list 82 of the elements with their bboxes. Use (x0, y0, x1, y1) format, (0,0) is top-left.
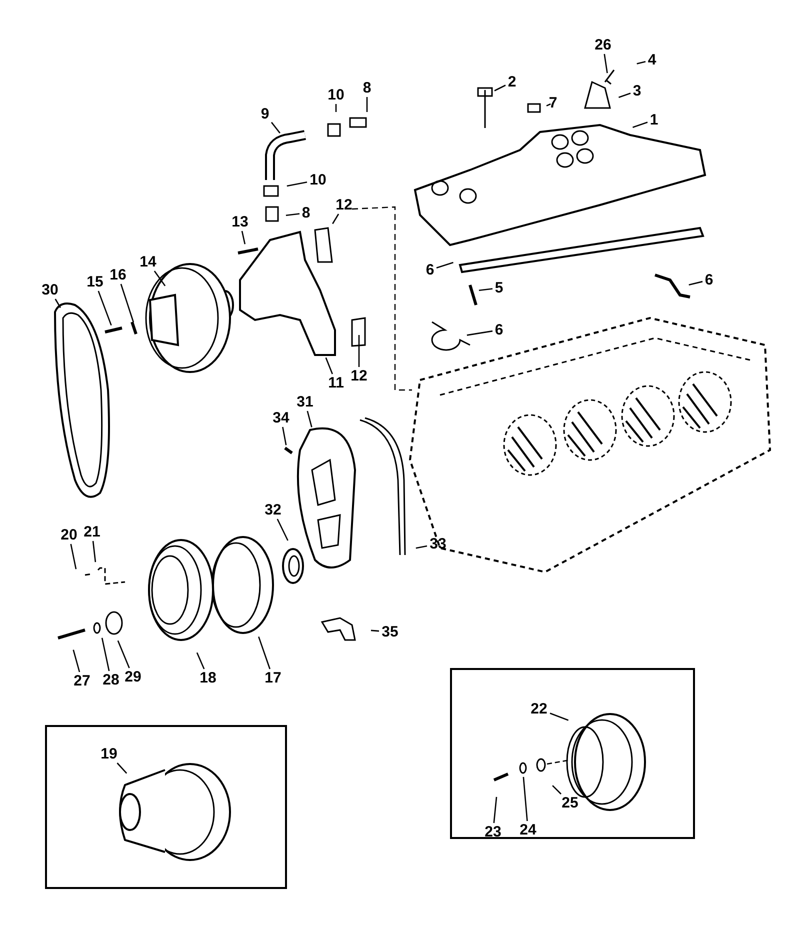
leader-line (286, 182, 308, 187)
leader-line (276, 518, 288, 541)
leader-line (546, 103, 551, 106)
leader-line (370, 630, 380, 632)
leader-line (282, 426, 287, 446)
callout-number: 7 (548, 96, 558, 110)
callout-number: 8 (362, 80, 372, 96)
leader-line (306, 410, 312, 428)
leader-line (478, 288, 493, 292)
leader-line (325, 357, 333, 374)
callout-number: 9 (260, 106, 270, 122)
callout-number: 11 (328, 376, 344, 390)
callout-number: 19 (100, 746, 118, 762)
leader-line (98, 290, 112, 326)
leader-line (92, 540, 96, 562)
callout-number: 35 (382, 624, 398, 640)
leader-line (436, 262, 454, 269)
leader-line (688, 280, 703, 286)
inset-frame (450, 668, 695, 839)
leader-line (120, 284, 134, 322)
leader-line (618, 92, 631, 98)
callout-number: 21 (84, 524, 100, 540)
callout-number: 24 (520, 822, 536, 838)
callout-number: 23 (484, 824, 502, 840)
callout-number: 17 (264, 670, 282, 686)
callout-number: 13 (232, 214, 248, 230)
leader-line (335, 104, 337, 112)
callout-number: 10 (310, 172, 326, 188)
callout-number: 26 (594, 38, 612, 52)
callout-number: 33 (430, 536, 446, 552)
leader-line (196, 652, 205, 670)
leader-line (366, 97, 368, 112)
callout-number: 25 (562, 796, 578, 810)
callout-number: 16 (110, 268, 126, 282)
callout-number: 27 (74, 674, 90, 688)
leader-line (466, 330, 493, 336)
leader-line (332, 214, 340, 224)
callout-number: 3 (632, 84, 642, 98)
leader-line (241, 230, 246, 244)
callout-number: 29 (124, 670, 142, 684)
callout-number: 5 (494, 280, 504, 296)
callout-number: 4 (648, 52, 656, 68)
leader-line (604, 54, 608, 74)
callout-number: 22 (530, 702, 548, 716)
callout-number: 12 (336, 198, 352, 212)
callout-number: 20 (60, 528, 78, 542)
leader-line (636, 61, 646, 64)
leader-line (550, 712, 569, 721)
callout-number: 8 (302, 206, 310, 220)
callout-number: 30 (42, 282, 58, 298)
leader-line (101, 638, 110, 672)
callout-number: 6 (494, 322, 504, 338)
callout-number: 31 (296, 394, 314, 410)
leader-line (154, 270, 166, 286)
callout-number: 18 (200, 670, 216, 686)
callout-number: 15 (86, 274, 104, 290)
leader-line (117, 640, 130, 668)
inset-frame (45, 725, 287, 889)
callout-number: 34 (272, 410, 290, 426)
leader-line (72, 650, 80, 672)
leader-line (116, 762, 128, 774)
leader-line (286, 213, 300, 216)
leader-line (270, 122, 280, 134)
leader-line (632, 122, 648, 128)
callout-number: 28 (102, 672, 120, 688)
leader-line (70, 544, 77, 570)
callout-number: 6 (426, 262, 434, 278)
callout-number: 6 (704, 272, 714, 288)
leader-line (552, 785, 562, 794)
leader-line (358, 335, 360, 367)
callout-number: 2 (508, 74, 516, 90)
callout-number: 12 (350, 368, 368, 384)
leader-line (54, 298, 62, 308)
callout-number: 14 (140, 254, 156, 270)
leader-line (416, 545, 428, 549)
leader-line (494, 84, 506, 92)
callout-number: 10 (328, 88, 344, 102)
leader-line (258, 636, 270, 670)
leader-line (522, 776, 528, 822)
callout-number: 1 (650, 112, 658, 128)
callout-number: 32 (264, 502, 282, 518)
leader-line (493, 796, 498, 824)
